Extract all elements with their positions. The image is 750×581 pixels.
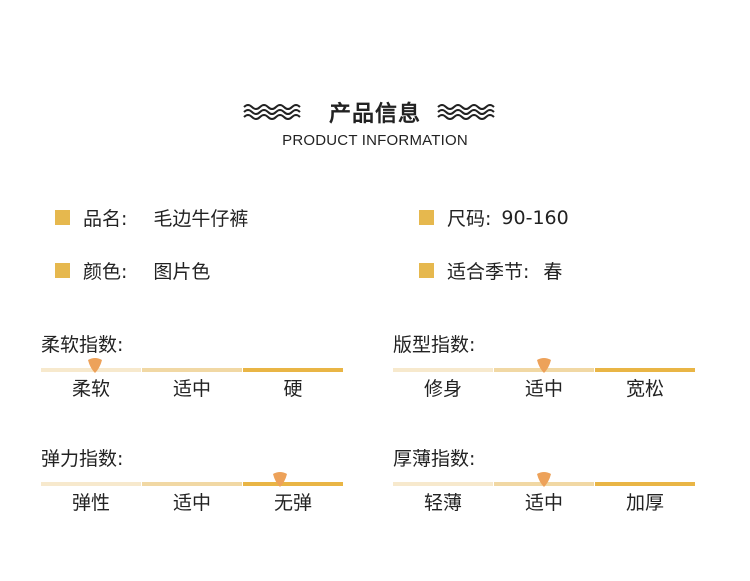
scale-segment-middle [142, 482, 242, 486]
scale-option-right: 宽松 [625, 378, 664, 400]
info-value: 春 [543, 261, 563, 283]
scale-marker-icon [272, 472, 287, 487]
scale-segment-right [595, 482, 695, 486]
info-size: 尺码: 90-160 [419, 204, 569, 231]
scale-option-right: 加厚 [625, 492, 664, 514]
scale-segment-left [393, 368, 493, 372]
scale-option-right: 硬 [283, 378, 303, 400]
info-label: 适合季节: [447, 261, 530, 283]
scale-segment-left [41, 368, 141, 372]
title-row: 产品信息 [0, 96, 750, 128]
scale-option-left: 弹性 [71, 492, 110, 514]
info-label: 品名: [83, 208, 128, 230]
scale-option-middle: 适中 [524, 378, 563, 400]
info-label: 尺码: [447, 208, 492, 230]
info-season: 适合季节: 春 [419, 257, 562, 284]
scale-marker-icon [537, 358, 551, 373]
scale-segment-right [595, 368, 695, 372]
bullet-square-icon [55, 263, 70, 278]
scale-title: 厚薄指数: [393, 448, 476, 470]
scale-option-middle: 适中 [172, 492, 211, 514]
scale-marker-icon [537, 472, 551, 487]
scale-marker-icon [88, 358, 103, 373]
scale-segment-right [243, 482, 343, 486]
info-product-name: 品名: 毛边牛仔裤 [55, 204, 248, 231]
info-value: 毛边牛仔裤 [153, 208, 249, 230]
bullet-square-icon [55, 210, 70, 225]
scale-title: 柔软指数: [41, 334, 124, 356]
info-color: 颜色: 图片色 [55, 257, 210, 284]
section-header: 产品信息 PRODUCT INFORMATION [0, 96, 750, 149]
wave-decoration-icon [243, 104, 301, 120]
scale-segment-left [41, 482, 141, 486]
scale-option-left: 柔软 [71, 378, 110, 400]
bullet-square-icon [419, 210, 434, 225]
scale-option-left: 修身 [423, 378, 462, 400]
info-value: 图片色 [153, 261, 211, 283]
scale-segment-right [243, 368, 343, 372]
scale-title: 弹力指数: [41, 448, 124, 470]
scale-segment-middle [142, 368, 242, 372]
section-title: 产品信息 [328, 102, 421, 127]
scale-title: 版型指数: [393, 334, 476, 356]
bullet-square-icon [419, 263, 434, 278]
scale-option-right: 无弹 [273, 492, 312, 514]
wave-decoration-icon [437, 104, 495, 120]
info-label: 颜色: [83, 261, 128, 283]
scale-option-left: 轻薄 [423, 492, 462, 514]
scale-option-middle: 适中 [172, 378, 211, 400]
section-subtitle: PRODUCT INFORMATION [282, 132, 468, 149]
scale-segment-left [393, 482, 493, 486]
scale-option-middle: 适中 [524, 492, 563, 514]
info-value: 90-160 [501, 206, 569, 229]
